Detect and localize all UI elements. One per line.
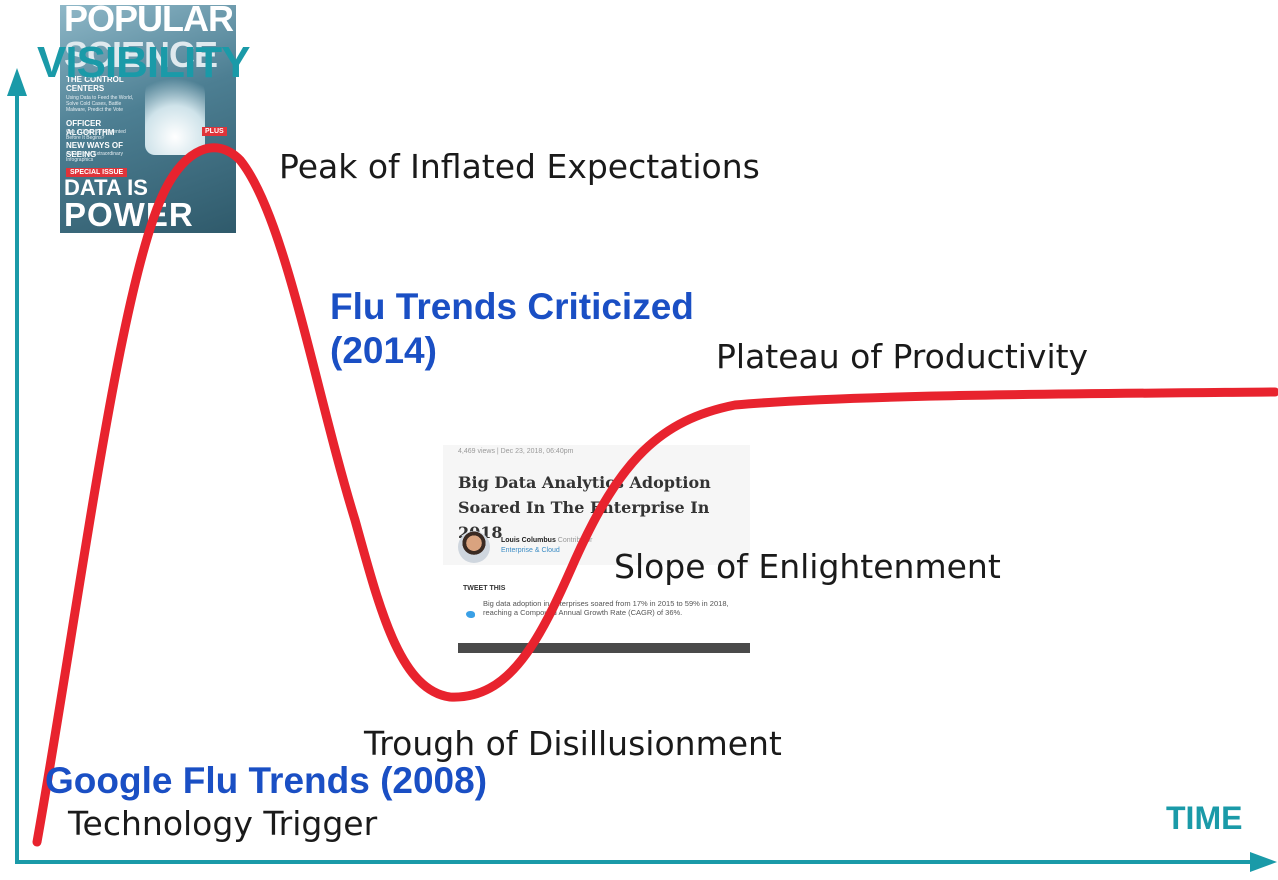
event-flu-criticized-line1: Flu Trends Criticized — [330, 286, 694, 327]
y-axis-arrowhead — [7, 68, 27, 96]
popular-science-cover: POPULAR SCIENCE THE CONTROL CENTERS Usin… — [60, 5, 236, 233]
event-google-flu: Google Flu Trends (2008) — [45, 760, 488, 801]
y-axis — [7, 68, 27, 862]
cover-headline-2: OFFICER ALGORITHM — [66, 119, 115, 137]
y-axis-title: VISIBILITY — [37, 38, 250, 87]
article-meta: 4,469 views | Dec 23, 2018, 06:40pm — [458, 448, 574, 455]
x-axis — [15, 852, 1277, 872]
stage-trough-label: Trough of Disillusionment — [364, 724, 782, 763]
forbes-article-screenshot: 4,469 views | Dec 23, 2018, 06:40pm Big … — [443, 445, 750, 653]
cover-line-1: DATA IS — [64, 175, 148, 200]
magazine-title-line2: SCIENCE — [64, 34, 218, 75]
article-author: Louis Columbus Contributor — [501, 537, 592, 544]
cover-headline-3: NEW WAYS OF SEEING — [66, 141, 124, 159]
cover-headline-3-sub: A Gallery of Extraordinary Infographics — [66, 151, 123, 163]
stage-plateau-label: Plateau of Productivity — [716, 337, 1089, 376]
x-axis-arrowhead — [1250, 852, 1277, 872]
stage-trigger-label: Technology Trigger — [68, 804, 378, 843]
hype-curve — [32, 143, 1278, 847]
stage-peak-label: Peak of Inflated Expectations — [279, 147, 760, 186]
author-name: Louis Columbus — [501, 537, 556, 544]
hand-illustration — [145, 65, 205, 155]
article-section: Enterprise & Cloud — [501, 547, 560, 554]
stage-slope-label: Slope of Enlightenment — [614, 547, 1001, 586]
article-header — [443, 445, 750, 565]
tweet-this-label: TWEET THIS — [463, 585, 506, 592]
cover-headline-1-sub: Using Data to Feed the World, Solve Cold… — [66, 95, 134, 113]
event-flu-criticized-line2: (2014) — [330, 330, 437, 371]
article-headline: Big Data Analytics Adoption Soared In Th… — [458, 473, 711, 542]
author-avatar — [458, 531, 490, 563]
cover-line-2: POWER — [64, 196, 194, 233]
cover-headline-1: THE CONTROL CENTERS — [66, 75, 124, 93]
article-image-strip — [458, 643, 750, 653]
magazine-title-line1: POPULAR — [64, 5, 234, 39]
tweet-text: Big data adoption in enterprises soared … — [483, 599, 729, 617]
twitter-bird-icon — [466, 611, 475, 618]
special-issue-badge: SPECIAL ISSUE — [66, 168, 128, 177]
cover-headline-2-sub: Can a Crime Be Prevented Before It Begin… — [66, 129, 126, 141]
plus-badge: PLUS — [202, 127, 227, 136]
magazine-title: POPULAR SCIENCE — [64, 5, 234, 75]
x-axis-title: TIME — [1166, 800, 1243, 836]
event-flu-criticized: Flu Trends Criticized (2014) — [330, 285, 694, 373]
author-role: Contributor — [557, 537, 593, 544]
